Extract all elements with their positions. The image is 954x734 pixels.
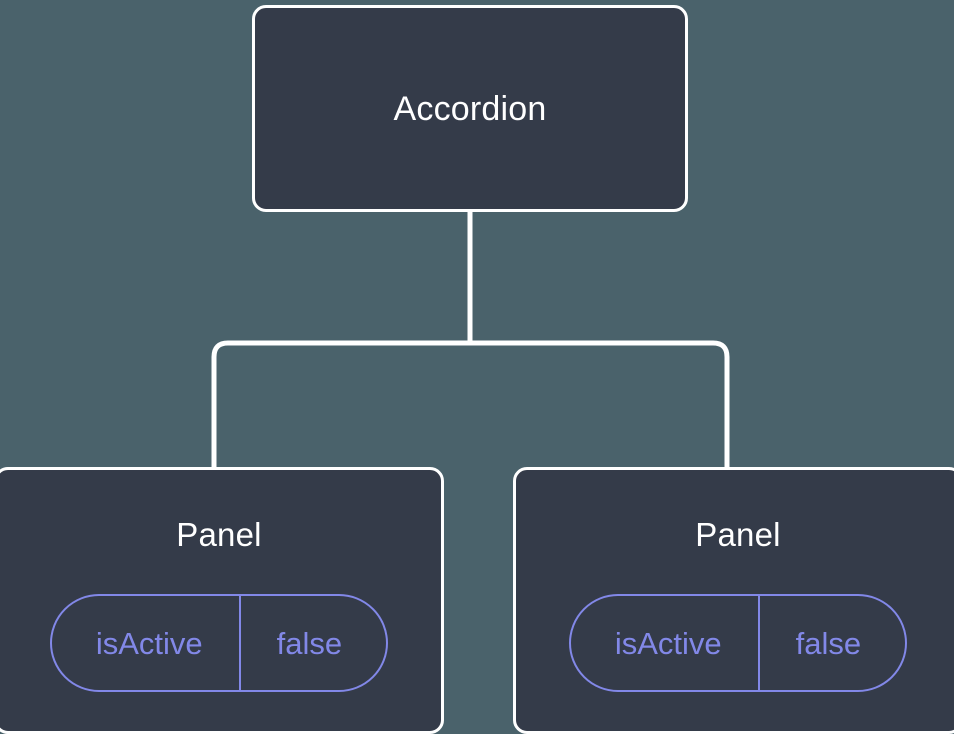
tree-node-label: Accordion bbox=[393, 89, 547, 128]
edge-branch-bus bbox=[211, 340, 730, 468]
tree-node-label: Panel bbox=[176, 516, 262, 553]
prop-badge-isactive[interactable]: isActive false bbox=[568, 594, 908, 692]
tree-node-label: Panel bbox=[695, 516, 781, 553]
tree-node-panel-1[interactable]: Panel isActive false bbox=[0, 467, 444, 734]
prop-value: false bbox=[757, 596, 905, 690]
prop-key: isActive bbox=[95, 625, 203, 661]
tree-node-panel-2[interactable]: Panel isActive false bbox=[513, 467, 954, 734]
prop-value: false bbox=[238, 596, 386, 690]
prop-badge-isactive[interactable]: isActive false bbox=[49, 594, 389, 692]
prop-key: isActive bbox=[614, 625, 722, 661]
tree-node-accordion[interactable]: Accordion bbox=[252, 5, 688, 212]
